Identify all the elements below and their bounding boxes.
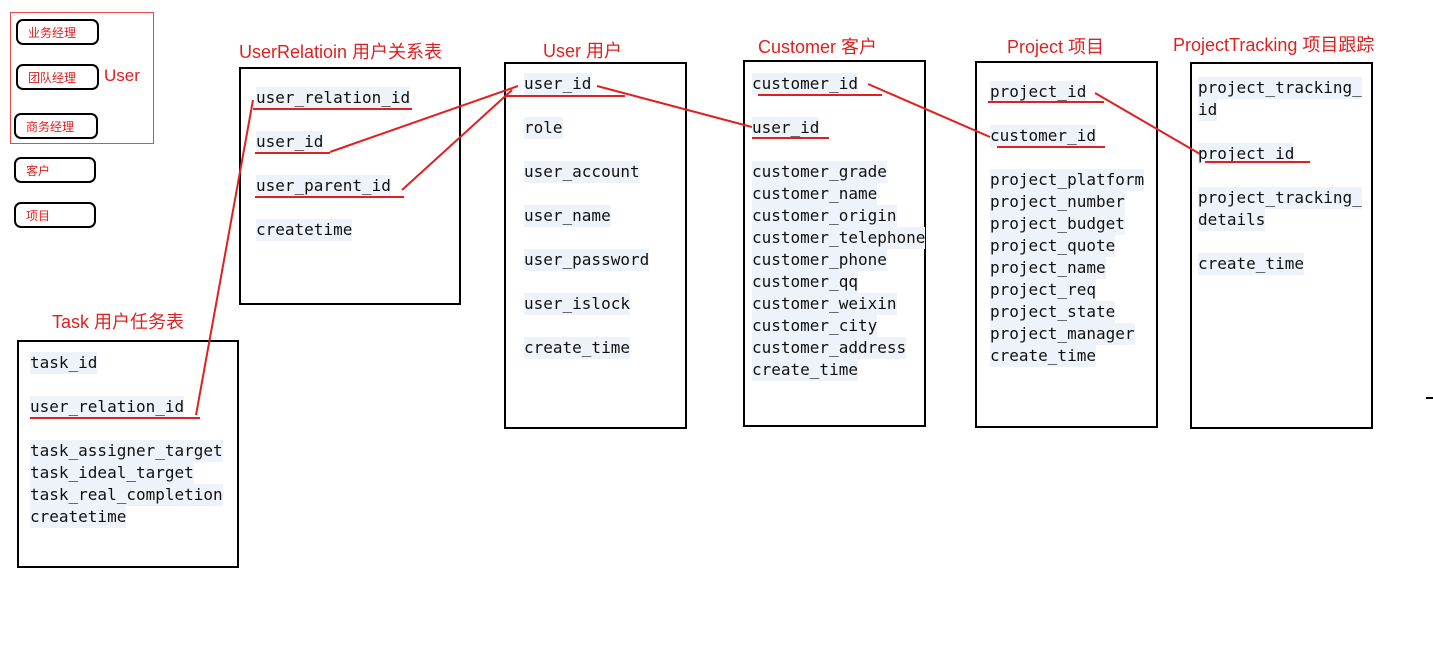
project-field-number: project_number — [990, 191, 1125, 213]
task-field-ideal-target: task_ideal_target — [30, 462, 194, 484]
user-relation-field-parent-id: user_parent_id — [256, 175, 391, 197]
user-relation-field-createtime: createtime — [256, 219, 353, 241]
customer-field-phone: customer_phone — [752, 249, 887, 271]
link-customer-to-project — [867, 83, 991, 138]
user-relation-field-id: user_relation_id — [256, 87, 411, 109]
task-field-task-id: task_id — [30, 352, 98, 374]
customer-field-address: customer_address — [752, 337, 907, 359]
task-field-createtime: createtime — [30, 506, 127, 528]
tracking-field-id-line1: project_tracking_ — [1198, 77, 1362, 99]
link-relation-user-id-to-user — [329, 85, 519, 153]
customer-field-user-id: user_id — [752, 117, 820, 139]
project-field-req: project_req — [990, 279, 1096, 301]
user-field-role: role — [524, 117, 563, 139]
customer-field-customer-id: customer_id — [752, 73, 858, 95]
project-field-project-id: project_id — [990, 81, 1087, 103]
user-field-create-time: create_time — [524, 337, 630, 359]
project-field-quote: project_quote — [990, 235, 1116, 257]
customer-field-qq: customer_qq — [752, 271, 858, 293]
legend-item-customer: 客户 — [14, 157, 96, 183]
project-field-create-time: create_time — [990, 345, 1096, 367]
project-field-platform: project_platform — [990, 169, 1145, 191]
customer-field-origin: customer_origin — [752, 205, 897, 227]
user-field-user-id: user_id — [524, 73, 592, 95]
project-field-name: project_name — [990, 257, 1106, 279]
tracking-field-details-line1: project_tracking_ — [1198, 187, 1362, 209]
customer-field-telephone: customer_telephone — [752, 227, 926, 249]
user-field-islock: user_islock — [524, 293, 630, 315]
task-field-assigner-target: task_assigner_target — [30, 440, 223, 462]
task-field-user-relation-id: user_relation_id — [30, 396, 185, 418]
link-user-to-customer — [596, 85, 753, 128]
task-table-title: Task 用户任务表 — [52, 312, 185, 332]
legend-user-label: User — [104, 66, 140, 85]
legend-item-business-manager: 业务经理 — [16, 19, 99, 45]
customer-field-grade: customer_grade — [752, 161, 887, 183]
tracking-field-id-line2: id — [1198, 99, 1218, 121]
edge-tick-mark — [1426, 397, 1433, 399]
task-field-real-completion: task_real_completion — [30, 484, 223, 506]
project-tracking-table-title: ProjectTracking 项目跟踪 — [1173, 35, 1375, 55]
link-parent-id-to-user — [401, 89, 513, 191]
project-field-customer-id: customer_id — [990, 125, 1096, 147]
user-relation-table-title: UserRelatioin 用户关系表 — [239, 42, 443, 62]
customer-field-weixin: customer_weixin — [752, 293, 897, 315]
project-field-manager: project_manager — [990, 323, 1135, 345]
project-field-state: project_state — [990, 301, 1116, 323]
user-relation-field-user-id: user_id — [256, 131, 324, 153]
customer-field-create-time: create_time — [752, 359, 858, 381]
legend-item-team-manager: 团队经理 — [16, 64, 99, 90]
link-task-to-user-relation — [195, 99, 254, 416]
legend-item-commerce-manager: 商务经理 — [14, 113, 98, 139]
tracking-field-create-time: create_time — [1198, 253, 1304, 275]
link-project-to-tracking — [1094, 92, 1201, 155]
project-table-title: Project 项目 — [1007, 37, 1105, 57]
tracking-field-details-line2: details — [1198, 209, 1266, 231]
user-roles-legend — [10, 12, 154, 144]
customer-table-title: Customer 客户 — [758, 37, 878, 57]
customer-field-name: customer_name — [752, 183, 878, 205]
legend-item-project: 项目 — [14, 202, 96, 228]
project-tracking-table — [1190, 62, 1373, 429]
user-table-title: User 用户 — [543, 41, 623, 61]
user-field-password: user_password — [524, 249, 650, 271]
user-field-account: user_account — [524, 161, 640, 183]
customer-field-city: customer_city — [752, 315, 878, 337]
tracking-field-project-id: project_id — [1198, 143, 1295, 165]
project-field-budget: project_budget — [990, 213, 1125, 235]
user-field-name: user_name — [524, 205, 611, 227]
